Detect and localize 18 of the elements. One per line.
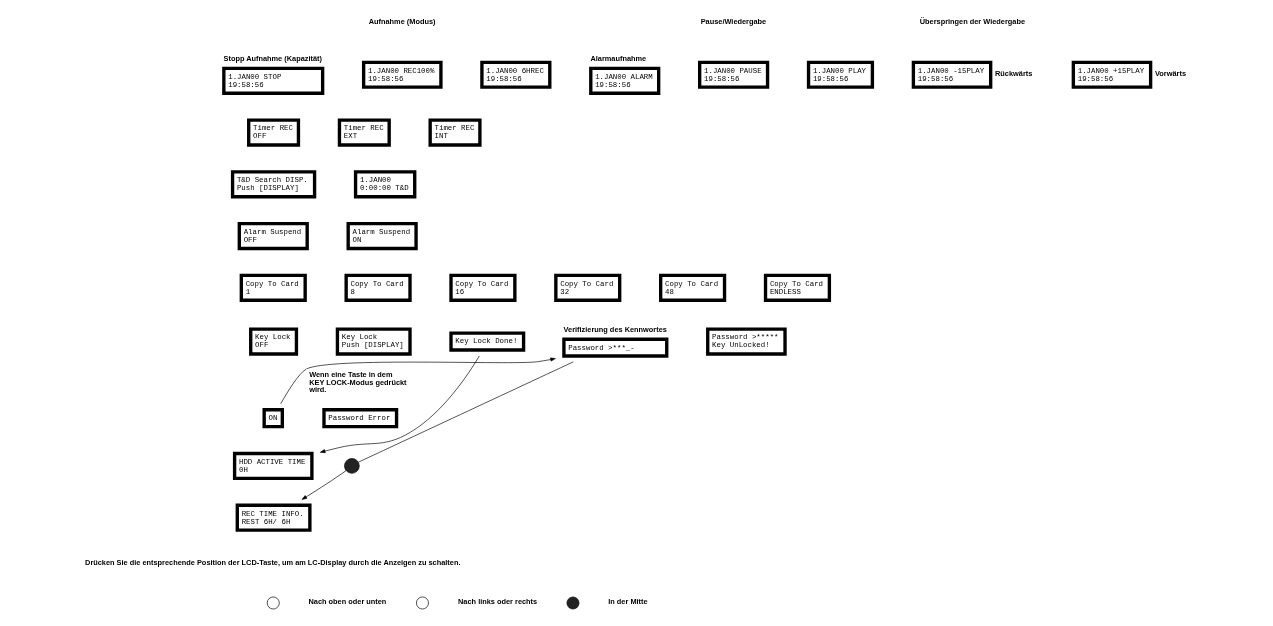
- node-label: Alarmaufnahme: [589, 54, 646, 64]
- arrow: [279, 357, 556, 405]
- legend-label: Nach links oder rechts: [457, 597, 537, 607]
- arrow: [301, 470, 346, 500]
- connector: [357, 361, 574, 463]
- label: Drücken Sie die entsprechende Position der LCD-Taste, um am LC-Display durch die Anzeigen zu schalten.: [84, 557, 460, 567]
- node-label: Verifizierung des Kennwortes: [563, 325, 667, 335]
- label: Pause/Wiedergabe: [700, 17, 766, 27]
- label: Überspringen der Wiedergabe: [919, 17, 1025, 27]
- node-circle: [343, 458, 360, 474]
- legend-label: Nach oben oder unten: [308, 597, 386, 607]
- node-label: Stopp Aufnahme (Kapazität): [223, 54, 322, 64]
- arrow: [319, 355, 480, 454]
- node-label: Vorwärts: [1154, 68, 1186, 78]
- edge-label: Wenn eine Taste in dem KEY LOCK-Modus gedrückt wird.: [308, 370, 407, 395]
- node-label: Rückwärts: [994, 68, 1032, 78]
- legend-label: In der Mitte: [607, 597, 648, 607]
- label: Aufnahme (Modus): [368, 17, 435, 27]
